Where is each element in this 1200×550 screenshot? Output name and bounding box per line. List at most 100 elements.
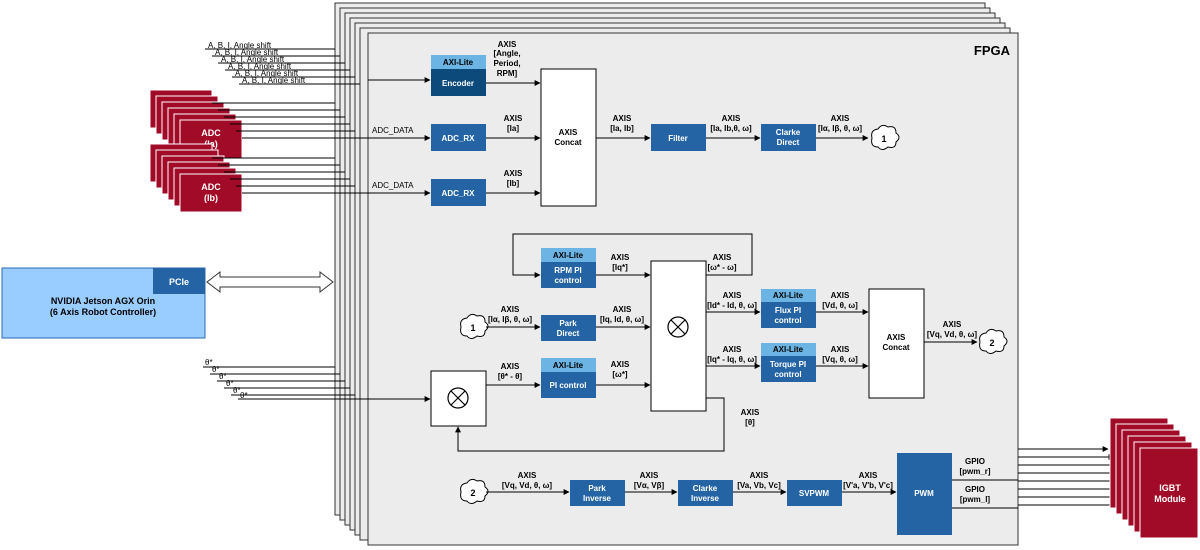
theta-ref-label: θ*: [240, 391, 248, 400]
pinv-in-axis: AXIS: [518, 471, 537, 480]
rpm-out-signal: [Iq*]: [612, 263, 628, 272]
axis-concat-1-label: Concat: [554, 138, 581, 147]
pi-control-axi-lite-label: AXI-Lite: [553, 361, 584, 370]
flux-pi-axi-lite: [761, 289, 816, 302]
angle-shift-label: A, B, I, Angle shift: [242, 76, 306, 85]
rpm-pi-label: RPM PI: [554, 266, 582, 275]
park-direct-block: [541, 315, 596, 341]
axis-concat-2-label: AXIS: [887, 333, 906, 342]
host-subtitle: (6 Axis Robot Controller): [50, 307, 156, 317]
connector-2-out: [979, 328, 1008, 354]
adc-rx-block-a: [431, 124, 486, 151]
vq-axis: AXIS: [831, 345, 850, 354]
park-out-axis: AXIS: [613, 305, 632, 314]
connector-2-out-label: 2: [989, 338, 994, 348]
connector-1-out-label: 1: [881, 134, 886, 144]
w-ref-axis: AXIS: [611, 360, 630, 369]
axis-concat-block-2: [868, 288, 925, 399]
cinv-out-signal: [Va, Vb, Vc]: [737, 481, 781, 490]
pcie-port: [153, 268, 205, 294]
encoder-out-rpm: RPM]: [497, 69, 518, 78]
clarke-inverse-label: Clarke: [693, 484, 718, 493]
encoder-axi-lite-label: AXI-Lite: [443, 58, 474, 67]
axis-concat-1-label: AXIS: [559, 128, 578, 137]
park-direct-label: Park: [559, 319, 577, 328]
pwm-l-label: [pwm_l]: [960, 495, 991, 504]
iq-err-axis: AXIS: [723, 345, 742, 354]
svpwm-block: [787, 480, 842, 506]
park-direct-label: Direct: [557, 329, 580, 338]
pi-control-block: [541, 372, 596, 398]
connector-1-in-label: 1: [470, 323, 475, 333]
pcie-bidirectional-arrow: [206, 270, 334, 294]
gpio-r-label: GPIO: [965, 457, 985, 466]
adc-rx-block-b: [431, 179, 486, 206]
concat-out-axis: AXIS: [613, 114, 632, 123]
clarke-out-axis: AXIS: [831, 114, 850, 123]
encoder-out-period: Period,: [493, 59, 520, 68]
clarke-direct-block: [761, 124, 816, 151]
vd-signal: [Vd, θ, ω]: [822, 301, 858, 310]
pinv-in-signal: [Vq, Vd, θ, ω]: [502, 481, 553, 490]
torque-pi-label: control: [774, 370, 801, 379]
filter-out-signal: [Ia, Ib,θ, ω]: [710, 124, 752, 133]
theta-fb-axis: AXIS: [741, 408, 760, 417]
clarke-inverse-block: [678, 480, 733, 506]
theta-err-signal: [θ* - θ]: [498, 372, 523, 381]
park-out-signal: [Iq, Id, θ, ω]: [600, 315, 644, 324]
adc-data-label-a: ADC_DATA: [372, 126, 414, 135]
concat2-out-signal: [Vq, Vd, θ, ω]: [927, 330, 978, 339]
park-inverse-block: [570, 480, 625, 506]
host-name: NVIDIA Jetson AGX Orin: [51, 296, 155, 306]
filter-block: [651, 124, 706, 151]
theta-inputs: [203, 366, 431, 402]
adc-ia-label: ADC: [201, 128, 221, 138]
id-err-axis: AXIS: [723, 291, 742, 300]
pinv-out-signal: [Vα, Vβ]: [634, 481, 665, 490]
omega-error-feedback: [512, 233, 753, 278]
encoder-axi-lite: [431, 55, 486, 69]
clarke-inverse-label: Inverse: [691, 494, 720, 503]
torque-pi-axi-lite-label: AXI-Lite: [773, 345, 804, 354]
park-inverse-label: Park: [588, 484, 606, 493]
adc-ib-stack: [149, 143, 243, 213]
angle-shift-label: A, B, I, Angle shift: [221, 55, 285, 64]
svpwm-out-axis: AXIS: [859, 471, 878, 480]
theta-ref-label: θ*: [212, 365, 220, 374]
rpm-pi-axi-lite: [541, 248, 596, 262]
connector-1-in: [460, 313, 489, 339]
id-err-signal: [Id* - Id, θ, ω]: [707, 301, 757, 310]
angle-shift-label: A, B, I, Angle shift: [215, 48, 279, 57]
adc-a-out-axis: AXIS: [504, 114, 523, 123]
clarke-direct-label: Clarke: [776, 128, 801, 137]
torque-pi-axi-lite: [761, 343, 816, 356]
pinv-out-axis: AXIS: [640, 471, 659, 480]
pwm-block: [897, 453, 952, 535]
angle-shift-label: A, B, I, Angle shift: [235, 69, 299, 78]
theta-feedback: [455, 397, 725, 452]
torque-pi-label: Torque PI: [770, 360, 806, 369]
pwm-r-label: [pwm_r]: [959, 467, 990, 476]
angle-shift-inputs: [205, 48, 360, 85]
igbt-stack: [1109, 417, 1199, 539]
vq-signal: [Vq, θ, ω]: [822, 355, 858, 364]
adc-data-label-b: ADC_DATA: [372, 181, 414, 190]
concat2-out-axis: AXIS: [943, 320, 962, 329]
theta-ref-label: θ*: [226, 379, 234, 388]
angle-shift-label: A, B, I, Angle shift: [228, 62, 292, 71]
connector-2-in: [460, 478, 489, 504]
iq-err-signal: [Iq* - Iq, θ, ω]: [707, 355, 757, 364]
pi-control-axi-lite: [541, 358, 596, 372]
filter-label: Filter: [668, 134, 688, 143]
adc-rx-label-b: ADC_RX: [442, 189, 476, 198]
park-inverse-label: Inverse: [583, 494, 612, 503]
svpwm-out-signal: [V'a, V'b, V'c]: [843, 481, 893, 490]
pi-control-label: PI control: [550, 381, 587, 390]
flux-pi-axi-lite-label: AXI-Lite: [773, 291, 804, 300]
adc-rx-label-a: ADC_RX: [442, 134, 476, 143]
w-ref-signal: [ω*]: [612, 370, 628, 379]
flux-pi-label: Flux PI: [775, 306, 801, 315]
rpm-pi-label: control: [554, 276, 581, 285]
axis-concat-2-label: Concat: [882, 343, 909, 352]
